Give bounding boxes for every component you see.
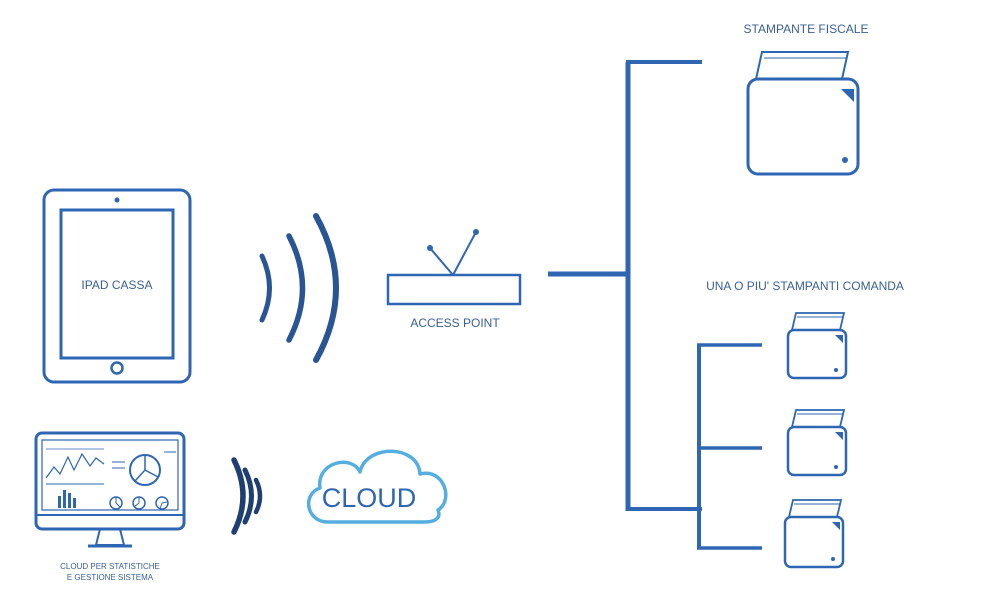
wifi-waves-icon: [259, 213, 339, 363]
router-icon: [386, 229, 522, 306]
cloud-monitor-label-line2: E GESTIONE SISTEMA: [67, 573, 154, 582]
network-connector: [548, 60, 762, 550]
wifi-waves-small-icon: [231, 457, 263, 535]
ipad-label: IPAD CASSA: [81, 278, 152, 292]
order-printer-icon: [786, 312, 848, 380]
cloud-label: CLOUD: [322, 483, 417, 513]
monitor-icon: [34, 431, 186, 548]
fiscal-printer-icon: [746, 51, 860, 176]
order-printer-icon: [786, 409, 848, 477]
access-point-label: ACCESS POINT: [410, 316, 500, 330]
cloud-monitor-label-line1: CLOUD PER STATISTICHE: [60, 562, 160, 571]
order-printers-label: UNA O PIU' STAMPANTI COMANDA: [706, 279, 904, 293]
ipad-tablet-icon: [42, 188, 192, 384]
fiscal-printer-label: STAMPANTE FISCALE: [744, 22, 869, 36]
cloud-icon: [306, 449, 448, 524]
order-printer-icon: [783, 499, 845, 569]
